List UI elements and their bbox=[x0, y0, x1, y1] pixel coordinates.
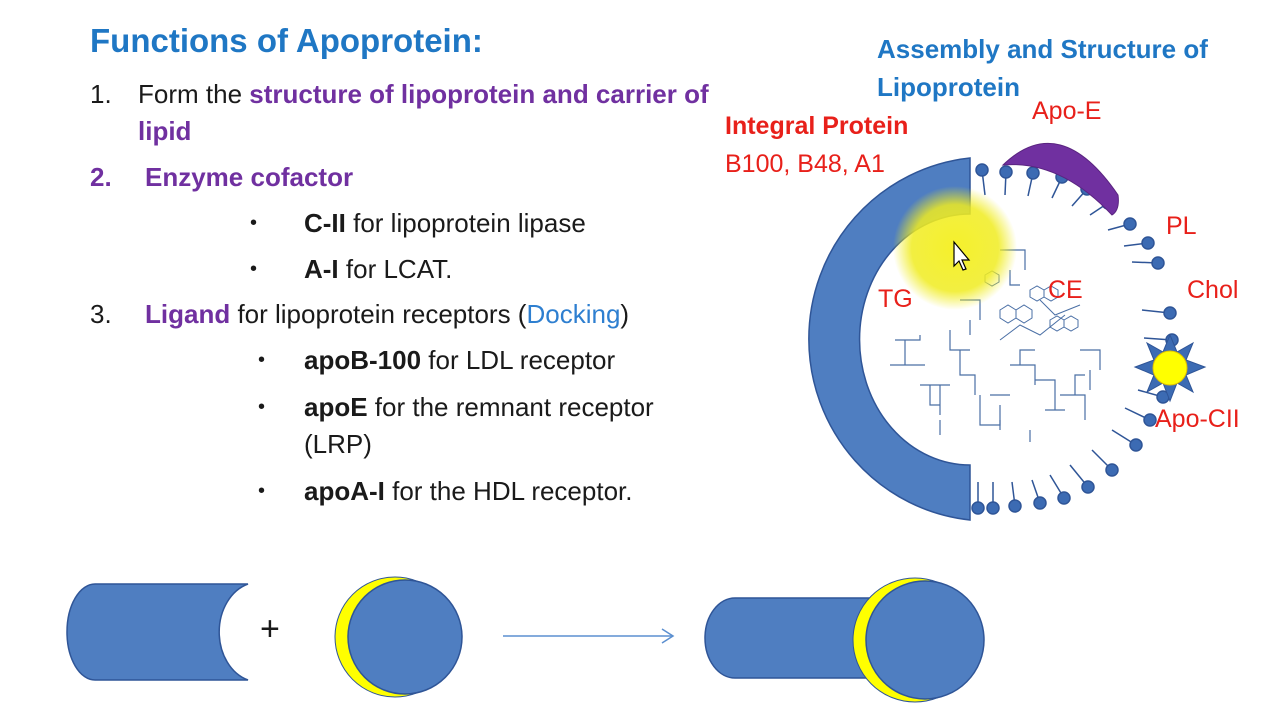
list-item-1-number: 1. bbox=[90, 79, 112, 109]
sub-item-c2: C-II for lipoprotein lipase bbox=[304, 204, 586, 242]
list-item-3-text: for lipoprotein receptors ( bbox=[230, 299, 527, 329]
sub-item-apob100-bold: apoB-100 bbox=[304, 345, 422, 375]
list-item-3-close: ) bbox=[620, 299, 630, 329]
integral-protein-shape bbox=[808, 157, 971, 521]
assembled-lipoprotein-body bbox=[704, 597, 891, 679]
list-item-1-text: Form the bbox=[138, 79, 250, 109]
assembly-illustration bbox=[66, 576, 985, 703]
apo-cii-label: Apo-CII bbox=[1155, 405, 1240, 433]
apo-e-label: Apo-E bbox=[1032, 97, 1102, 125]
sub-item-a1-bold: A-I bbox=[304, 254, 339, 284]
docking-text: Docking bbox=[526, 299, 621, 329]
assembled-lipid-sphere bbox=[865, 580, 985, 700]
tg-label: TG bbox=[878, 285, 913, 313]
apo-cii-shape bbox=[1133, 333, 1207, 403]
sub-item-apoe: apoE for the remnant receptor bbox=[304, 388, 654, 426]
diagram-title: Assembly and Structure of Lipoprotein bbox=[877, 34, 1208, 102]
list-item-1-highlight-line2: lipid bbox=[138, 116, 192, 146]
sub-item-apoa1-bold: apoA-I bbox=[304, 476, 385, 506]
list-item-3-number: 3. bbox=[90, 299, 112, 329]
sub-item-c2-text: for lipoprotein lipase bbox=[345, 208, 586, 238]
sub-item-c2-bold: C-II bbox=[304, 208, 346, 238]
bullet-dot: • bbox=[258, 480, 266, 502]
slide-title: Functions of Apoprotein: bbox=[90, 22, 483, 59]
integral-protein-label: Integral Protein bbox=[725, 112, 909, 140]
triglyceride-lines bbox=[890, 249, 1101, 442]
list-item-1: Form the structure of lipoprotein and ca… bbox=[138, 75, 778, 113]
sub-item-apob100-text: for LDL receptor bbox=[421, 345, 616, 375]
sub-item-apoe-text: for the remnant receptor bbox=[367, 392, 654, 422]
sub-item-a1-text: for LCAT. bbox=[338, 254, 453, 284]
plus-sign: + bbox=[260, 610, 280, 648]
sub-item-apoe-line2: (LRP) bbox=[304, 429, 372, 459]
chol-label: Chol bbox=[1187, 276, 1239, 304]
list-item-2-number: 2. bbox=[90, 162, 112, 192]
sub-item-apoa1: apoA-I for the HDL receptor. bbox=[304, 472, 633, 510]
apo-e-shape bbox=[1001, 142, 1119, 216]
list-item-3: Ligand for lipoprotein receptors (Dockin… bbox=[145, 295, 629, 333]
pl-label: PL bbox=[1166, 212, 1197, 240]
mouse-pointer-icon bbox=[953, 240, 971, 271]
sub-item-apoe-bold: apoE bbox=[304, 392, 368, 422]
bullet-dot: • bbox=[250, 212, 258, 234]
list-item-3-highlight: Ligand bbox=[145, 299, 231, 329]
apoprotein-cup-shape bbox=[66, 583, 249, 681]
sub-item-apob100: apoB-100 for LDL receptor bbox=[304, 341, 615, 379]
list-item-1-highlight: structure of lipoprotein and carrier of bbox=[249, 79, 709, 109]
sub-item-apoa1-text: for the HDL receptor. bbox=[384, 476, 633, 506]
lipid-core-sphere bbox=[347, 579, 463, 695]
sub-item-a1: A-I for LCAT. bbox=[304, 250, 452, 288]
list-item-2-highlight: Enzyme cofactor bbox=[145, 162, 354, 192]
ce-label: CE bbox=[1048, 276, 1083, 304]
cholesterol-ester-rings bbox=[984, 270, 1081, 341]
bullet-dot: • bbox=[258, 349, 266, 371]
bullet-dot: • bbox=[258, 396, 266, 418]
integral-protein-examples: B100, B48, A1 bbox=[725, 150, 885, 178]
bullet-dot: • bbox=[250, 258, 258, 280]
